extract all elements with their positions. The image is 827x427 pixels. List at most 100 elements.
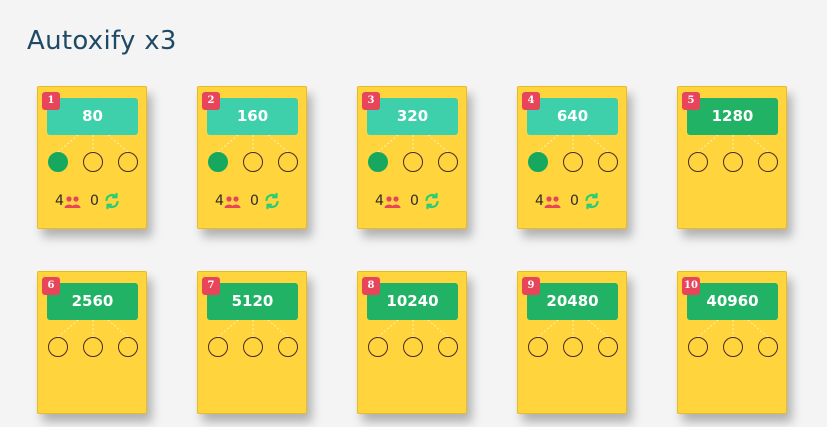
connector-line [57, 135, 79, 153]
empty-slot[interactable] [243, 152, 263, 172]
node-slots [678, 337, 788, 361]
level-badge: 3 [362, 92, 380, 110]
page-title: Autoxify x3 [27, 26, 177, 56]
empty-slot[interactable] [278, 337, 298, 357]
connector-line [217, 135, 239, 153]
node-connectors [518, 135, 628, 153]
filled-slot[interactable] [48, 152, 68, 172]
level-badge: 7 [202, 277, 220, 295]
empty-slot[interactable] [243, 337, 263, 357]
empty-slot[interactable] [758, 152, 778, 172]
empty-slot[interactable] [528, 337, 548, 357]
node-connectors [678, 135, 788, 153]
node-connectors [678, 320, 788, 338]
cycles-count: 0 [410, 193, 419, 209]
cycles-count: 0 [90, 193, 99, 209]
users-icon [544, 194, 562, 213]
node-connectors [358, 135, 468, 153]
empty-slot[interactable] [208, 337, 228, 357]
empty-slot[interactable] [403, 152, 423, 172]
connector-line [697, 135, 719, 153]
empty-slot[interactable] [118, 337, 138, 357]
level-value: 160 [207, 98, 298, 135]
empty-slot[interactable] [438, 152, 458, 172]
node-slots [38, 337, 148, 361]
level-badge: 10 [682, 277, 700, 295]
users-icon [64, 194, 82, 213]
level-badge: 5 [682, 92, 700, 110]
level-badge: 9 [522, 277, 540, 295]
node-slots [358, 337, 468, 361]
refresh-icon[interactable] [103, 192, 121, 214]
empty-slot[interactable] [688, 152, 708, 172]
empty-slot[interactable] [368, 337, 388, 357]
filled-slot[interactable] [368, 152, 388, 172]
connector-line [217, 320, 239, 338]
node-connectors [198, 320, 308, 338]
connector-line [587, 135, 609, 153]
level-value: 320 [367, 98, 458, 135]
refresh-icon[interactable] [583, 192, 601, 214]
empty-slot[interactable] [563, 337, 583, 357]
connector-line [537, 135, 559, 153]
connector-line [747, 320, 769, 338]
empty-slot[interactable] [438, 337, 458, 357]
node-slots [38, 152, 148, 176]
connector-line [697, 320, 719, 338]
empty-slot[interactable] [758, 337, 778, 357]
level-badge: 8 [362, 277, 380, 295]
empty-slot[interactable] [563, 152, 583, 172]
node-connectors [358, 320, 468, 338]
filled-slot[interactable] [528, 152, 548, 172]
node-connectors [38, 320, 148, 338]
node-slots [198, 337, 308, 361]
level-value: 40960 [687, 283, 778, 320]
empty-slot[interactable] [278, 152, 298, 172]
users-icon [224, 194, 242, 213]
connector-line [587, 320, 609, 338]
empty-slot[interactable] [688, 337, 708, 357]
node-connectors [38, 135, 148, 153]
connector-line [377, 135, 399, 153]
refresh-icon[interactable] [263, 192, 281, 214]
users-count: 4 [535, 193, 544, 209]
connector-line [377, 320, 399, 338]
empty-slot[interactable] [598, 337, 618, 357]
level-badge: 1 [42, 92, 60, 110]
empty-slot[interactable] [118, 152, 138, 172]
cycles-count: 0 [570, 193, 579, 209]
connector-line [107, 320, 129, 338]
users-count: 4 [55, 193, 64, 209]
connector-line [267, 135, 289, 153]
empty-slot[interactable] [723, 152, 743, 172]
empty-slot[interactable] [83, 337, 103, 357]
connector-line [57, 320, 79, 338]
users-icon [384, 194, 402, 213]
empty-slot[interactable] [723, 337, 743, 357]
users-count: 4 [215, 193, 224, 209]
empty-slot[interactable] [598, 152, 618, 172]
level-badge: 2 [202, 92, 220, 110]
level-value: 10240 [367, 283, 458, 320]
filled-slot[interactable] [208, 152, 228, 172]
empty-slot[interactable] [48, 337, 68, 357]
connector-line [537, 320, 559, 338]
empty-slot[interactable] [403, 337, 423, 357]
empty-slot[interactable] [83, 152, 103, 172]
connector-line [267, 320, 289, 338]
refresh-icon[interactable] [423, 192, 441, 214]
connector-line [747, 135, 769, 153]
